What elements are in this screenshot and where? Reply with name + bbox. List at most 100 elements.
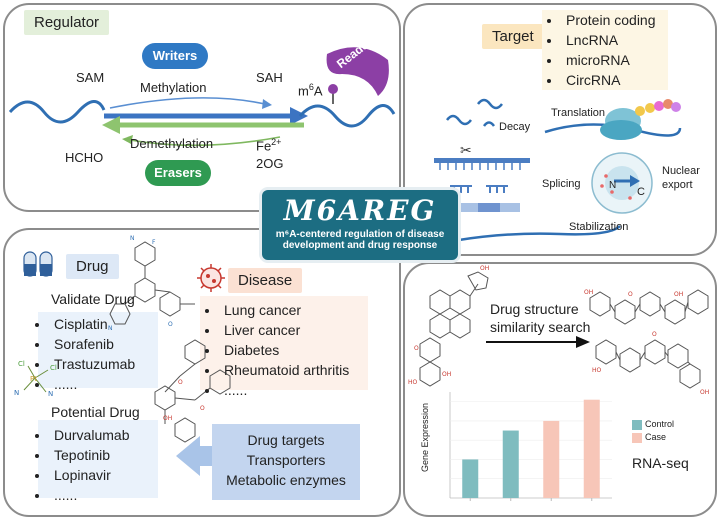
demethylation-label: Demethylation — [130, 136, 214, 151]
targets-box-text: Drug targets Transporters Metabolic enzy… — [212, 430, 360, 490]
validate-drug-item: Trastuzumab — [50, 354, 135, 374]
similarity-label: Drug structure similarity search — [490, 300, 590, 336]
legend-swatch-case — [632, 433, 642, 443]
potential-drug-item: Tepotinib — [50, 445, 129, 465]
validate-drug-list: Cisplatin Sorafenib Trastuzumab ...... — [30, 314, 135, 394]
target-type-item: CircRNA — [562, 70, 656, 90]
chart-bar — [583, 399, 600, 498]
drug-molecule-sketch — [154, 339, 231, 443]
disease-list: Lung cancer Liver cancer Diabetes Rheuma… — [200, 300, 349, 400]
svg-text:HO: HO — [592, 367, 602, 374]
chart-area — [449, 392, 612, 501]
methylation-label: Methylation — [140, 80, 207, 95]
m6a-label: m6A — [298, 82, 323, 99]
svg-text:Cl: Cl — [18, 360, 25, 368]
potential-drug-item: Durvalumab — [50, 425, 129, 445]
potential-drug-item: Lopinavir — [50, 465, 129, 485]
targets-item: Drug targets — [247, 432, 325, 448]
nucleus-n-label: N — [609, 180, 617, 191]
svg-text:OH: OH — [480, 265, 489, 272]
regulator-tag: Regulator — [24, 10, 110, 35]
potential-drug-item: ...... — [50, 485, 129, 505]
svg-text:N: N — [14, 389, 19, 397]
disease-item: Diabetes — [220, 340, 349, 360]
svg-text:O: O — [178, 379, 183, 386]
stabilization-mrna — [458, 225, 621, 242]
hcho-label: HCHO — [65, 150, 104, 165]
validate-drug-item: Cisplatin — [50, 314, 135, 334]
svg-text:N: N — [108, 325, 113, 332]
disease-item: ...... — [220, 380, 349, 400]
decay-fragment — [482, 121, 496, 127]
app-title: M6AREG — [283, 194, 437, 227]
svg-text:O: O — [652, 331, 657, 338]
chart-bar — [502, 430, 519, 498]
targets-item: Transporters — [246, 452, 326, 468]
target-type-item: LncRNA — [562, 30, 656, 50]
app-subtitle-line1: m⁶A-centered regulation of disease — [275, 229, 445, 240]
chart-bar — [543, 420, 560, 498]
m6a-methyl-dot — [328, 84, 338, 94]
rna-strand-right — [298, 104, 396, 128]
disease-item: Rheumatoid arthritis — [220, 360, 349, 380]
disease-tag: Disease — [228, 268, 303, 293]
drug-tag: Drug — [66, 254, 119, 279]
potential-drug-title: Potential Drug — [51, 404, 140, 420]
targets-box — [212, 424, 360, 500]
similar-molecule-sketch — [595, 339, 701, 389]
target-type-item: Protein coding — [562, 10, 656, 30]
platinum-complex-sketch — [23, 365, 49, 393]
svg-text:N: N — [130, 235, 135, 242]
validate-drug-item: Sorafenib — [50, 334, 135, 354]
translation-label: Translation — [551, 107, 606, 119]
svg-text:O: O — [200, 405, 205, 412]
sah-label: SAH — [256, 70, 283, 85]
svg-text:F: F — [152, 239, 156, 246]
svg-text:OH: OH — [674, 291, 683, 298]
erasers-badge: Erasers — [145, 160, 211, 186]
rna-seq-label: RNA-seq — [632, 455, 689, 471]
nuclear-export-label: Nuclear export — [662, 165, 700, 191]
splicing-premrna — [434, 158, 530, 163]
splicing-label: Splicing — [542, 178, 581, 190]
target-tag: Target — [482, 24, 544, 49]
svg-text:Cl: Cl — [50, 364, 57, 372]
app-subtitle-line2: development and drug response — [282, 240, 438, 251]
disease-item: Liver cancer — [220, 320, 349, 340]
chart-bar — [462, 459, 479, 498]
legend-label-case: Case — [645, 432, 667, 442]
chart-ylabel: Gene Expression — [420, 402, 430, 472]
center-title-badge: M6AREG m⁶A-centered regulation of diseas… — [262, 190, 458, 260]
legend-label-control: Control — [645, 419, 675, 429]
similarity-line1: Drug structure — [490, 301, 579, 317]
nucleus-c-label: C — [637, 186, 645, 198]
virus-icon — [197, 264, 225, 292]
svg-text:Pt: Pt — [30, 375, 37, 383]
target-type-item: microRNA — [562, 50, 656, 70]
readers-shape — [326, 47, 389, 96]
query-molecule-sketch — [419, 271, 489, 387]
decay-label: Decay — [499, 121, 531, 133]
decay-fragment — [477, 98, 503, 110]
writers-badge: Writers — [142, 43, 208, 69]
svg-text:O: O — [168, 321, 173, 328]
pills-icon — [23, 251, 53, 277]
disease-item: Lung cancer — [220, 300, 349, 320]
svg-text:OH: OH — [700, 389, 709, 396]
targets-item: Metabolic enzymes — [226, 472, 346, 488]
similar-molecule-sketch — [589, 289, 709, 325]
svg-text:OH: OH — [163, 415, 172, 422]
scissors-icon: ✂ — [460, 143, 472, 159]
fe-label: Fe2+ — [256, 137, 282, 154]
svg-text:OH: OH — [584, 289, 593, 296]
validate-drug-box — [38, 312, 158, 388]
validate-drug-title: Validate Drug — [51, 291, 135, 307]
svg-text:O: O — [414, 345, 419, 352]
rna-strand-left — [8, 100, 106, 124]
svg-text:OH: OH — [442, 371, 451, 378]
svg-text:HO: HO — [408, 379, 418, 386]
2og-label: 2OG — [256, 156, 284, 171]
